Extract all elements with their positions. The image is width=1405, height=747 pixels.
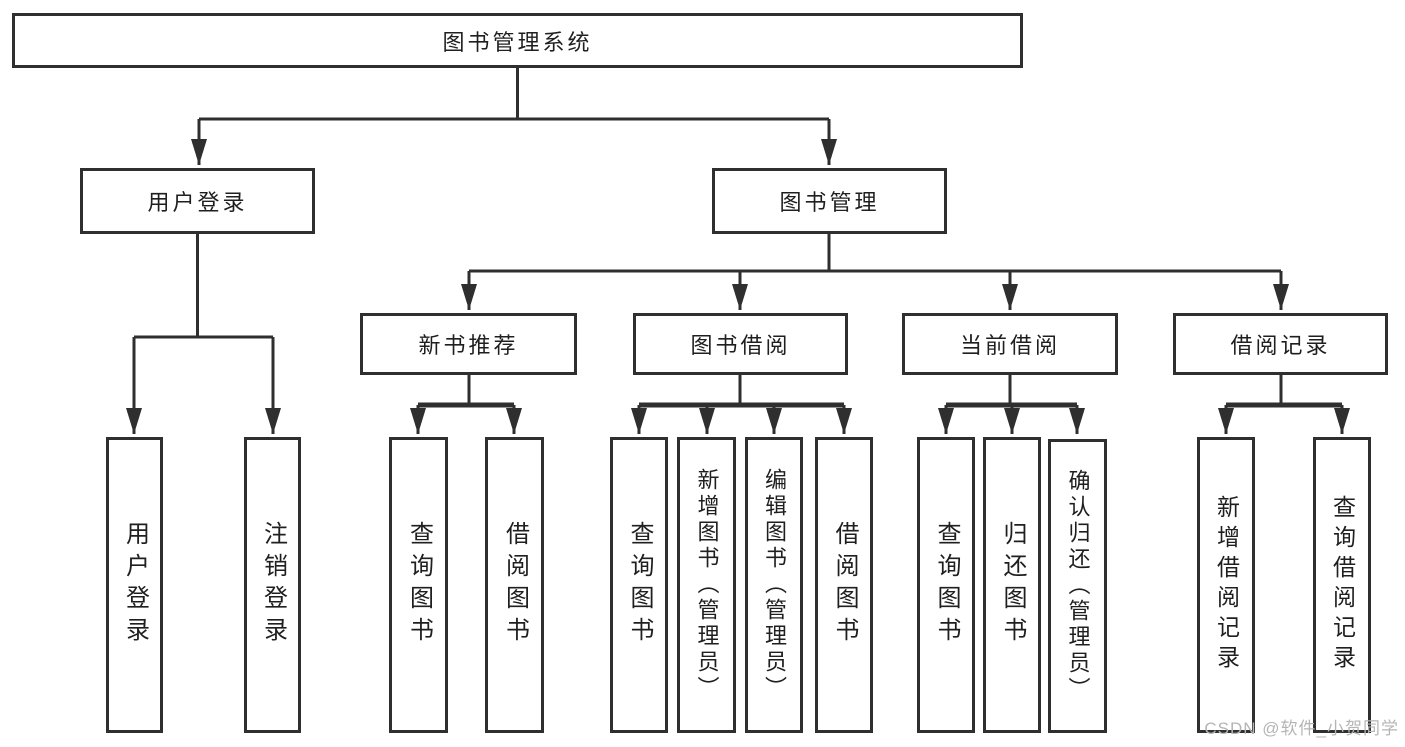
leaf-borrow-query-label: 查询图书 [626, 521, 653, 649]
node-root: 图书管理系统 [12, 13, 1023, 68]
node-user-login: 用户登录 [80, 168, 315, 234]
leaf-borrow-borrow: 借阅图书 [815, 437, 873, 733]
leaf-newbook-query-label: 查询图书 [405, 521, 433, 649]
leaf-logout-login-label: 注销登录 [259, 521, 287, 649]
node-new-book-recommend: 新书推荐 [360, 313, 577, 375]
node-root-label: 图书管理系统 [442, 29, 593, 55]
leaf-record-add: 新增借阅记录 [1197, 437, 1255, 733]
node-book-management-label: 图书管理 [779, 190, 880, 215]
leaf-borrow-edit-admin: 编辑图书（管理员） [745, 437, 803, 733]
leaf-record-add-label: 新增借阅记录 [1213, 495, 1240, 675]
leaf-borrow-add-admin: 新增图书（管理员） [677, 437, 736, 733]
leaf-newbook-borrow-label: 借阅图书 [501, 521, 529, 649]
leaf-current-return-label: 归还图书 [999, 521, 1026, 649]
leaf-record-query: 查询借阅记录 [1313, 437, 1371, 733]
leaf-current-return: 归还图书 [983, 437, 1041, 733]
leaf-borrow-borrow-label: 借阅图书 [831, 521, 858, 649]
leaf-current-confirm-admin: 确认归还（管理员） [1048, 439, 1107, 733]
node-current-borrow-label: 当前借阅 [959, 333, 1060, 358]
leaf-newbook-query: 查询图书 [389, 437, 448, 733]
node-new-book-recommend-label: 新书推荐 [418, 333, 519, 358]
node-book-borrow-label: 图书借阅 [690, 333, 791, 358]
leaf-current-query: 查询图书 [917, 437, 975, 733]
leaf-user-login-label: 用户登录 [121, 521, 149, 649]
leaf-current-confirm-admin-label: 确认归还（管理员） [1065, 469, 1091, 703]
leaf-borrow-add-admin-label: 新增图书（管理员） [694, 468, 720, 702]
leaf-record-query-label: 查询借阅记录 [1329, 495, 1356, 675]
node-borrow-record: 借阅记录 [1173, 313, 1388, 375]
leaf-newbook-borrow: 借阅图书 [485, 437, 544, 733]
leaf-borrow-edit-admin-label: 编辑图书（管理员） [762, 468, 787, 702]
node-book-borrow: 图书借阅 [633, 313, 848, 375]
leaf-user-login: 用户登录 [106, 437, 163, 733]
leaf-logout-login: 注销登录 [244, 437, 301, 733]
leaf-current-query-label: 查询图书 [933, 521, 960, 649]
leaf-borrow-query: 查询图书 [610, 437, 668, 733]
node-current-borrow: 当前借阅 [902, 313, 1118, 375]
csdn-watermark: CSDN @软件_小贺同学 [1204, 719, 1399, 738]
node-borrow-record-label: 借阅记录 [1230, 333, 1331, 358]
node-user-login-label: 用户登录 [147, 190, 248, 215]
node-book-management: 图书管理 [712, 168, 947, 234]
